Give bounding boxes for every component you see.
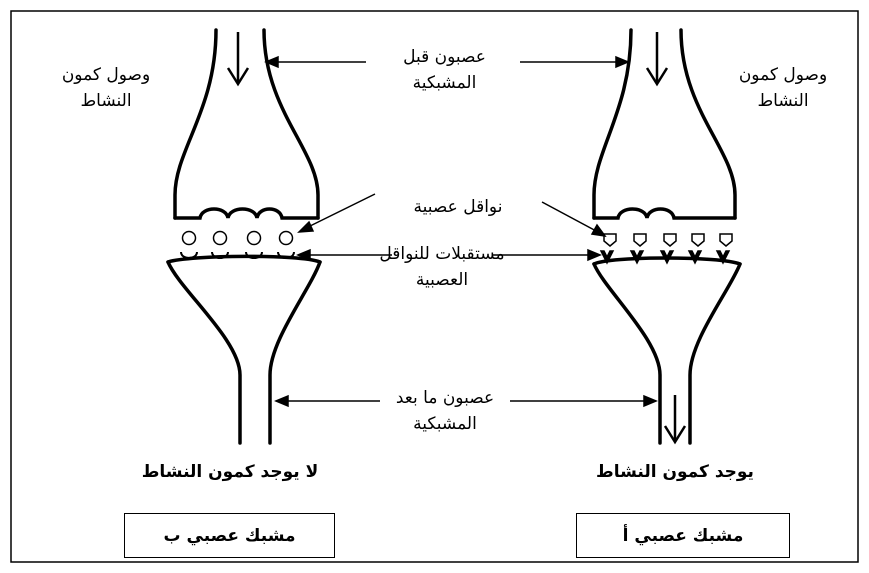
label-ap-arrival-right: وصول كمون النشاط — [728, 62, 838, 114]
right-presynaptic-neuron — [594, 30, 735, 218]
synapse-a-label: مشبك عصبي أ — [623, 526, 744, 546]
label-postsynaptic: عصبون ما بعد المشبكية — [380, 385, 510, 437]
label-neurotransmitters: نواقل عصبية — [378, 194, 538, 220]
synapse-b-box: مشبك عصبي ب — [124, 513, 335, 558]
right-postsynaptic-neuron — [594, 258, 740, 443]
synapse-b-label: مشبك عصبي ب — [164, 526, 296, 546]
synapse-a-box: مشبك عصبي أ — [576, 513, 790, 558]
status-right: يوجد كمون النشاط — [565, 462, 785, 482]
status-left: لا يوجد كمون النشاط — [120, 462, 340, 482]
left-presynaptic-neuron — [175, 30, 318, 218]
label-presynaptic: عصبون قبل المشبكية — [372, 44, 517, 96]
label-receptors: مستقبلات للنواقل العصبية — [372, 241, 512, 293]
right-ap-arrow-top — [647, 32, 667, 84]
left-postsynaptic-neuron — [168, 256, 320, 443]
right-neurotransmitters — [604, 234, 732, 246]
label-ap-arrival-left: وصول كمون النشاط — [56, 62, 156, 114]
left-ap-arrow — [228, 32, 248, 84]
left-neurotransmitters — [183, 232, 293, 245]
right-ap-arrow-bottom — [665, 395, 685, 442]
